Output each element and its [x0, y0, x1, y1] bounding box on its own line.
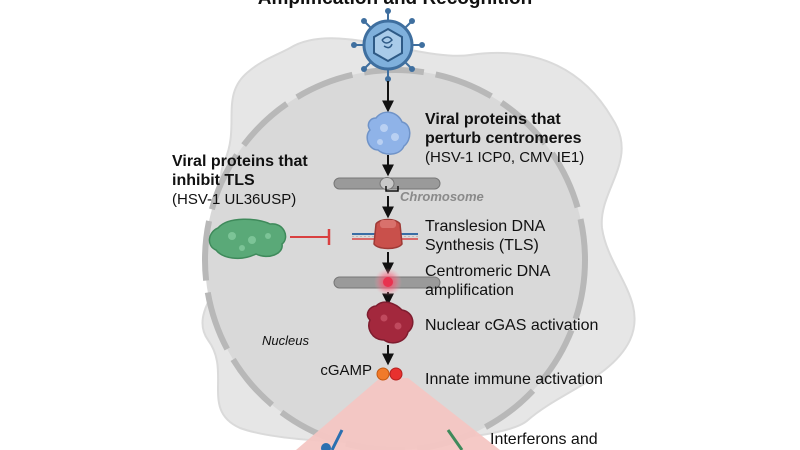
tls-inhibitor-icon — [208, 218, 287, 260]
cgamp-icon — [376, 367, 403, 381]
receptor-icon-right — [446, 429, 464, 450]
inhibition-arrow — [290, 229, 331, 245]
tls-step-1: Translesion DNA — [425, 218, 546, 235]
interferons-label: Interferons and — [490, 431, 598, 448]
tls-heading-2: inhibit TLS — [172, 172, 255, 189]
centromere-heading-2: perturb centromeres — [425, 130, 582, 147]
tls-heading-1: Viral proteins that — [172, 153, 308, 170]
centromere-heading-1: Viral proteins that — [425, 111, 561, 128]
cgamp-label: cGAMP — [320, 362, 372, 379]
cgas-label: Nuclear cGAS activation — [425, 317, 598, 334]
amplification-2: amplification — [425, 282, 514, 299]
virus-icon — [351, 8, 425, 82]
amplified-chromosome-icon — [333, 268, 441, 296]
protein-icon — [366, 111, 411, 155]
title: Amplification and Recognition — [258, 0, 532, 9]
tls-step-2: Synthesis (TLS) — [425, 237, 539, 254]
nucleus — [202, 67, 588, 450]
chromosome-label: Chromosome — [400, 189, 484, 204]
innate-label: Innate immune activation — [425, 371, 603, 388]
tls-examples: (HSV-1 UL36USP) — [172, 191, 296, 208]
nucleus-label: Nucleus — [262, 333, 309, 348]
centromere-examples: (HSV-1 ICP0, CMV IE1) — [425, 149, 584, 166]
receptor-icon-left — [321, 429, 344, 450]
chromosome-icon — [333, 177, 441, 192]
polymerase-icon — [373, 218, 403, 250]
amplification-1: Centromeric DNA — [425, 263, 551, 280]
cgas-icon — [366, 301, 414, 344]
